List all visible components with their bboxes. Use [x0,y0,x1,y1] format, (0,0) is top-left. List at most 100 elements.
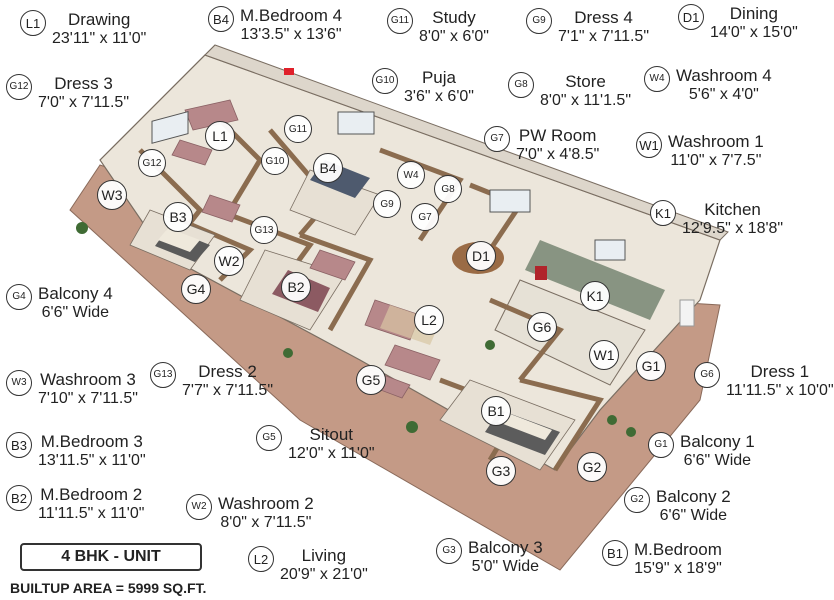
marker-g1: G1 [636,351,666,381]
legend-code: G1 [648,432,674,458]
room-name: Dress 3 [54,74,113,93]
room-name: M.Bedroom 2 [40,485,143,504]
room-dimension: 3'6" x 6'0" [404,87,474,105]
room-dimension: 6'6" Wide [683,451,752,469]
fridge [679,299,695,327]
marker-g12: G12 [138,149,166,177]
room-name: Balcony 1 [680,432,755,451]
legend-code: G10 [372,68,398,94]
marker-b3: B3 [163,202,193,232]
marker-g10: G10 [261,147,289,175]
windows [151,110,626,261]
marker-g5: G5 [356,365,386,395]
marker-g2: G2 [577,452,607,482]
room-name: Store [565,72,606,91]
room-dimension: 13'11.5" x 11'0" [38,451,146,469]
marker-l1: L1 [205,121,235,151]
room-dimension: 12'0" x 11'0" [288,444,375,462]
room-dimension: 8'0" x 6'0" [419,27,489,45]
room-name: M.Bedroom 3 [40,432,143,451]
room-name: Study [432,8,476,27]
room-dimension: 13'3.5" x 13'6" [240,25,342,43]
legend-code: G5 [256,425,282,451]
legend-code: W2 [186,494,212,520]
room-dimension: 11'11.5" x 11'0" [38,504,145,522]
room-dimension: 23'11" x 11'0" [52,29,147,47]
marker-b1: B1 [481,396,511,426]
builtup-area: BUILTUP AREA = 5999 SQ.FT. [10,580,207,596]
room-dimension: 20'9" x 21'0" [280,565,368,583]
room-dimension: 7'0" x 7'11.5" [38,93,130,111]
marker-g7: G7 [411,203,439,231]
legend-code: W4 [644,66,670,92]
marker-g11: G11 [284,115,312,143]
legend-code: L1 [20,10,46,36]
room-name: Living [301,546,347,565]
red-cabinet [535,266,547,280]
room-dimension: 12'9.5" x 18'8" [682,219,784,237]
room-dimension: 7'1" x 7'11.5" [558,27,650,45]
legend-code: G11 [387,8,413,34]
marker-d1: D1 [466,241,496,271]
marker-k1: K1 [580,281,610,311]
room-name: Balcony 2 [656,487,731,506]
legend-code: K1 [650,200,676,226]
legend-code: G6 [694,362,720,388]
marker-g13: G13 [250,216,278,244]
room-dimension: 5'0" Wide [471,557,540,575]
room-dimension: 11'11.5" x 10'0" [726,381,834,399]
room-name: Washroom 2 [218,494,314,513]
room-dimension: 8'0" x 7'11.5" [220,513,312,531]
marker-g8: G8 [434,175,462,203]
room-dimension: 6'6" Wide [41,303,110,321]
marker-b4: B4 [313,153,343,183]
legend-code: G9 [526,8,552,34]
left-wall [99,44,216,161]
legend-code: G7 [484,126,510,152]
room-dimension: 8'0" x 11'1.5" [540,91,632,109]
room-name: Kitchen [704,200,761,219]
room-name: M.Bedroom [634,540,722,559]
room-dimension: 7'0" x 4'8.5" [516,145,600,163]
legend-code: G8 [508,72,534,98]
kitchen-counter [525,240,665,320]
rug [380,305,440,345]
marker-g6: G6 [527,312,557,342]
room-name: Dining [729,4,778,23]
room-name: Washroom 1 [668,132,764,151]
legend-code: B4 [208,6,234,32]
legend-code: L2 [248,546,274,572]
entrance-marker [284,68,294,75]
room-name: PW Room [518,126,597,145]
marker-w2: W2 [214,246,244,276]
marker-w1: W1 [589,340,619,370]
room-dimension: 6'6" Wide [659,506,728,524]
legend-code: B1 [602,540,628,566]
marker-l2: L2 [414,305,444,335]
marker-w3: W3 [97,180,127,210]
marker-g3: G3 [486,456,516,486]
room-dimension: 11'0" x 7'7.5" [670,151,762,169]
legend-code: G2 [624,487,650,513]
room-name: M.Bedroom 4 [240,6,343,25]
room-name: Dress 1 [750,362,810,381]
